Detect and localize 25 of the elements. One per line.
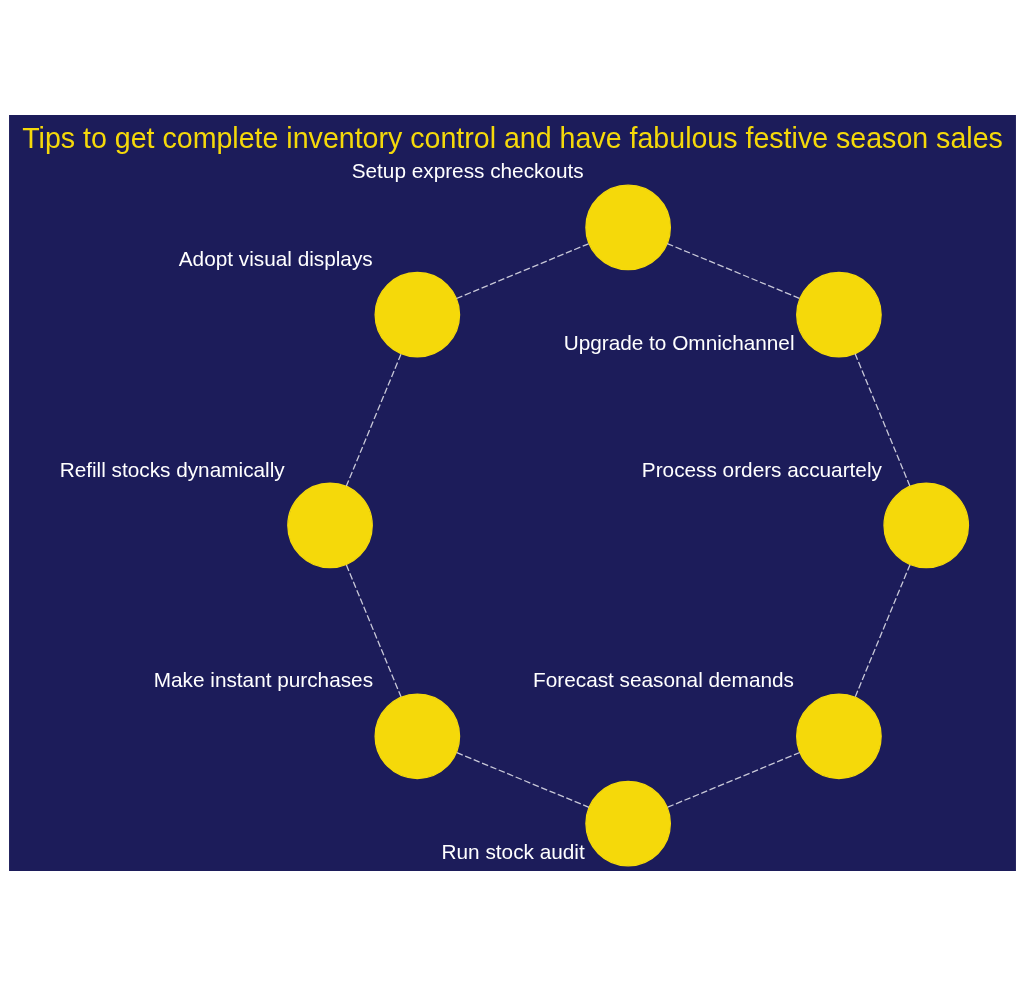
- node-circle: [584, 184, 671, 271]
- node-circle: [286, 482, 373, 569]
- node-circle: [795, 271, 882, 358]
- connector: [345, 353, 402, 487]
- node-circle: [373, 693, 460, 780]
- node-circle: [882, 482, 969, 569]
- node-label: Setup express checkouts: [351, 159, 584, 183]
- node-circle: [584, 780, 671, 867]
- connector: [455, 243, 589, 300]
- node-label: Make instant purchases: [153, 668, 373, 692]
- node-label: Upgrade to Omnichannel: [563, 331, 795, 355]
- node-label: Run stock audit: [441, 840, 585, 864]
- connector: [854, 564, 911, 698]
- connector: [666, 751, 800, 808]
- node-label: Adopt visual displays: [178, 246, 373, 270]
- node-label: Process orders accuartely: [641, 457, 882, 481]
- node-circle: [373, 271, 460, 358]
- connector: [455, 751, 590, 808]
- connector: [345, 564, 402, 698]
- connector: [666, 242, 800, 300]
- diagram-title: Tips to get complete inventory control and have fabulous festive season sales: [21, 122, 1003, 155]
- connector: [854, 353, 911, 487]
- node-label: Forecast seasonal demands: [532, 668, 794, 692]
- node-label: Refill stocks dynamically: [59, 457, 285, 481]
- node-circle: [795, 693, 882, 780]
